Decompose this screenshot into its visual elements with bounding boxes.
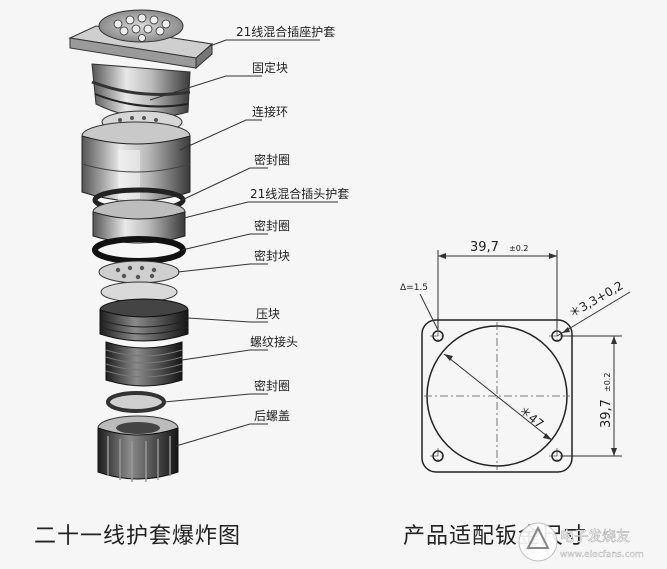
- panel-cutout-drawing: 39,7 ±0.2 39,7 ±0.2: [400, 240, 631, 473]
- dim-height-tolerance: ±0.2: [603, 373, 612, 392]
- socket-contacts: [113, 13, 171, 42]
- label-coupling-ring: 连接环: [252, 104, 288, 119]
- dim-width-tolerance: ±0.2: [509, 244, 528, 253]
- label-plug-sleeve: 21线混合插头护套: [250, 186, 349, 201]
- dim-diameter: ＊47: [516, 403, 546, 431]
- watermark-brand: 电子发烧友: [560, 529, 630, 545]
- watermark-logo: 电子发烧友 www.elecfans.com: [518, 522, 644, 562]
- width-dimension: 39,7 ±0.2: [438, 240, 557, 259]
- label-rear-nut: 后螺盖: [254, 409, 290, 423]
- plug-sleeve-part: [92, 199, 186, 244]
- label-seal-ring-3: 密封圈: [254, 378, 290, 393]
- socket-sleeve-part: [68, 9, 214, 118]
- watermark-url: www.elecfans.com: [560, 550, 644, 560]
- coupling-ring-part: [81, 121, 191, 202]
- dim-width-value: 39,7: [470, 240, 499, 255]
- rear-nut-part: [97, 415, 179, 482]
- label-seal-ring-1: 密封圈: [254, 152, 290, 167]
- height-dimension: 39,7 ±0.2: [599, 336, 617, 456]
- seal-ring-3-part: [106, 391, 166, 413]
- panel-outline: [421, 319, 573, 473]
- hole-note: Δ=1.5: [400, 283, 428, 293]
- label-socket-sleeve: 21线混合插座护套: [236, 24, 335, 39]
- leader-lines: [149, 39, 338, 447]
- part-labels: 21线混合插座护套 固定块 连接环 密封圈 21线混合插头护套 密封圈 密封块 …: [236, 24, 349, 423]
- dim-height-value: 39,7: [599, 399, 614, 428]
- diameter-dimension: ＊47: [443, 353, 553, 441]
- delta-note: Δ=1.5: [400, 283, 439, 331]
- label-fixing-block: 固定块: [252, 60, 288, 75]
- exploded-view: 21线混合插座护套 固定块 连接环 密封圈 21线混合插头护套 密封圈 密封块 …: [68, 9, 349, 482]
- thread-joint-part: [105, 341, 183, 387]
- label-thread-joint: 螺纹接头: [250, 334, 298, 349]
- seal-block-part: [98, 260, 180, 303]
- exploded-view-caption: 二十一线护套爆炸图: [34, 524, 242, 549]
- hole-callout: ＊3,3+0,2: [556, 278, 631, 337]
- label-seal-block: 密封块: [254, 248, 290, 263]
- label-seal-ring-2: 密封圈: [254, 218, 290, 233]
- label-press-block: 压块: [256, 307, 280, 321]
- press-block-part: [99, 298, 189, 342]
